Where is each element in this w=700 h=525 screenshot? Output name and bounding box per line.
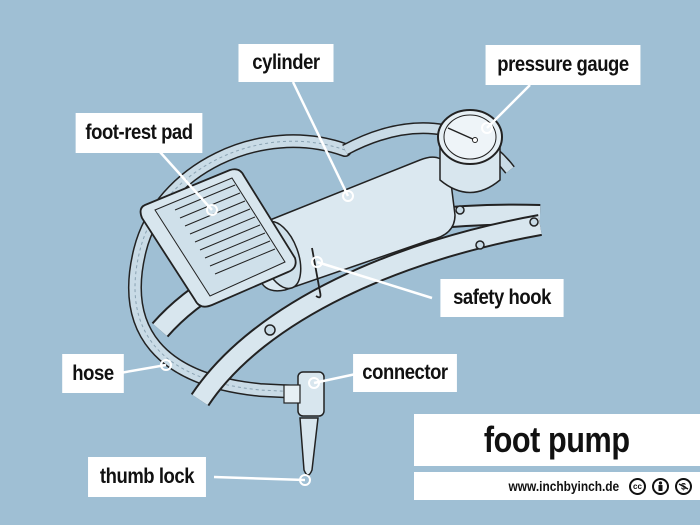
title-box: foot pump	[414, 414, 700, 466]
website-link[interactable]: www.inchbyinch.de	[508, 478, 619, 494]
label-connector: connector	[353, 354, 457, 392]
label-hose: hose	[62, 354, 124, 393]
label-thumb-lock: thumb lock	[88, 457, 206, 497]
label-foot-rest-pad: foot-rest pad	[75, 113, 203, 153]
label-pressure-gauge: pressure gauge	[485, 45, 641, 85]
noncommercial-icon: $	[675, 477, 692, 495]
label-cylinder: cylinder	[238, 44, 334, 82]
credit-box: www.inchbyinch.de cc $	[414, 472, 700, 500]
label-safety-hook: safety hook	[440, 279, 564, 317]
cc-icon: cc	[629, 477, 646, 495]
diagram-title: foot pump	[484, 419, 630, 460]
attribution-icon	[652, 477, 669, 495]
